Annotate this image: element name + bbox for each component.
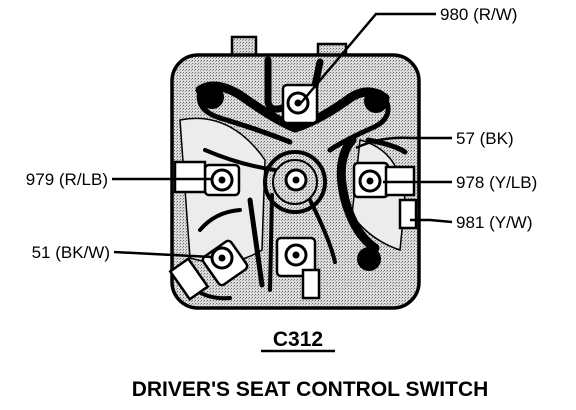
connector-id: C312 bbox=[273, 328, 323, 351]
wire-label-57: 57 (BK) bbox=[456, 129, 514, 148]
diagram-caption: DRIVER'S SEAT CONTROL SWITCH bbox=[132, 378, 489, 401]
terminal-left bbox=[210, 168, 234, 192]
leader-lines bbox=[112, 12, 453, 259]
wire-label-978: 978 (Y/LB) bbox=[456, 173, 537, 192]
terminal-screws bbox=[210, 91, 382, 270]
wire-label-51: 51 (BK/W) bbox=[32, 243, 110, 262]
leader-51 bbox=[113, 250, 213, 259]
wire-label-981: 981 (Y/W) bbox=[456, 213, 533, 232]
leader-57 bbox=[355, 136, 452, 150]
terminal-center bbox=[284, 168, 308, 192]
leader-981 bbox=[410, 218, 453, 224]
terminal-top bbox=[286, 91, 310, 115]
terminal-lower-left bbox=[210, 246, 234, 270]
wire-labels: 980 (R/W) 57 (BK) 979 (R/LB) 978 (Y/LB) … bbox=[26, 5, 537, 262]
terminal-right bbox=[358, 169, 382, 193]
corner-rivets bbox=[200, 85, 388, 271]
leader-980 bbox=[299, 12, 436, 105]
wire-label-980: 980 (R/W) bbox=[440, 5, 517, 24]
terminal-bottom bbox=[284, 243, 308, 267]
wire-label-979: 979 (R/LB) bbox=[26, 170, 108, 189]
